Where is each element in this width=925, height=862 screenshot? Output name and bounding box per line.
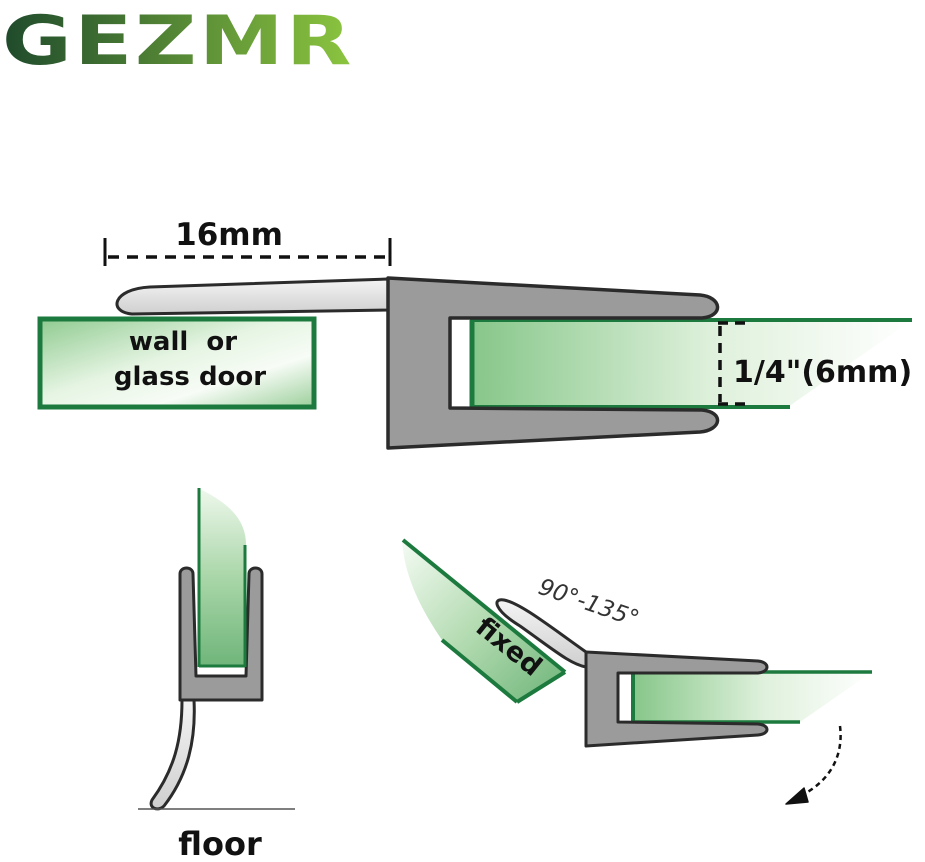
angled-seal-section: fixed 90°-135°	[401, 538, 872, 805]
wall-label-line1: wall or	[129, 327, 237, 357]
main-cross-section: 16mm 1/4"(6mm) wall or glass door	[37, 217, 912, 450]
floor-wiper	[149, 698, 196, 811]
width-dimension-label: 16mm	[175, 217, 283, 253]
angled-wiper	[495, 598, 588, 669]
fixed-glass-panel	[402, 540, 565, 702]
seal-u-channel	[386, 276, 720, 450]
thickness-dimension-label: 1/4"(6mm)	[733, 355, 912, 390]
floor-u-channel	[178, 566, 264, 702]
curved-arrow-icon	[785, 725, 842, 805]
angled-door-glass	[632, 672, 872, 722]
angle-range-label: 90°-135°	[535, 574, 642, 633]
thickness-bracket	[718, 321, 752, 406]
brand-logo: GEZMR	[2, 2, 354, 81]
wall-glass-panel	[37, 316, 317, 410]
wall-label-line2: glass door	[114, 362, 266, 392]
angled-u-channel	[584, 650, 769, 748]
door-glass-panel	[470, 320, 912, 407]
floor-label: floor	[178, 825, 262, 862]
floor-seal-section: floor	[138, 488, 295, 862]
floor-glass-panel	[198, 488, 246, 667]
seal-wiper-lip	[115, 277, 390, 316]
